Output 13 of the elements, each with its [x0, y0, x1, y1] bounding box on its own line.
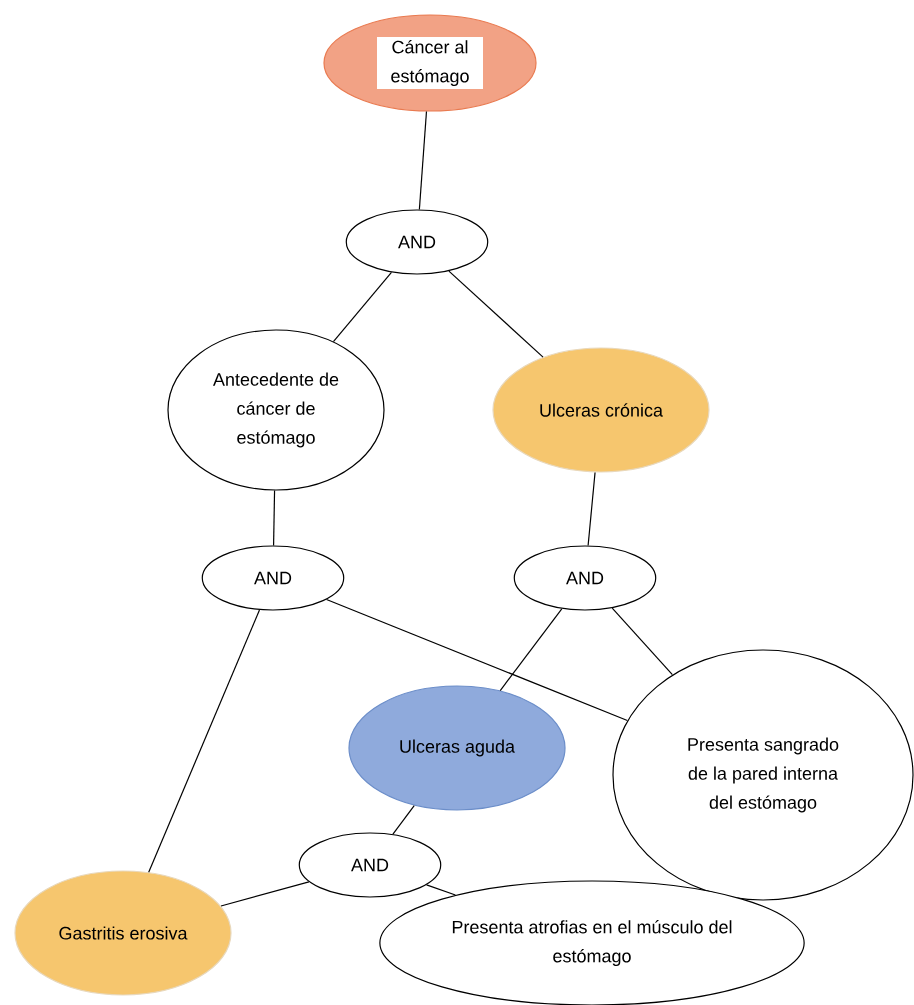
connector-line: [499, 608, 563, 692]
connector-line: [425, 884, 457, 896]
connector-line: [611, 607, 673, 676]
connector-line: [148, 609, 261, 873]
node-label: Presenta atrofias en el músculo del estómago: [452, 920, 732, 966]
connector-line: [418, 111, 428, 211]
connector-line: [325, 598, 628, 722]
connector-line: [448, 270, 544, 358]
connector-line: [587, 471, 596, 547]
connector-line: [392, 804, 415, 835]
connector-line: [332, 271, 393, 343]
connector-line: [220, 881, 310, 907]
connector-line: [272, 490, 276, 546]
